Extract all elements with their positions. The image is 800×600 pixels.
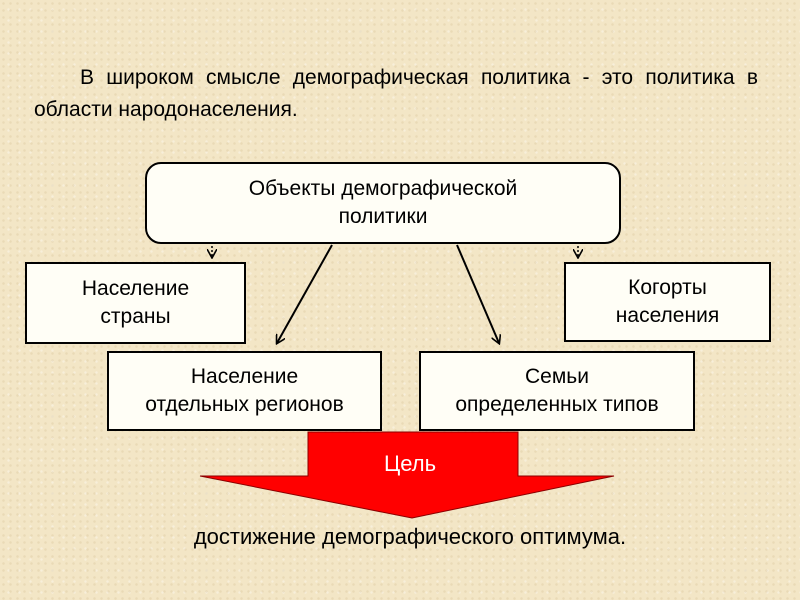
- goal-result-text: достижение демографического оптимума.: [193, 524, 627, 549]
- intro-paragraph: В широком смысле демографическая политик…: [34, 66, 758, 121]
- population-country-line1: Население: [81, 277, 190, 300]
- arrow-to-families: [456, 244, 499, 343]
- population-country-box: Население страны: [25, 262, 246, 344]
- population-country-line2: страны: [100, 305, 171, 328]
- arrow-to-population-regions: [277, 244, 333, 343]
- population-regions-line2: отдельных регионов: [145, 393, 344, 416]
- cohorts-line2: населения: [615, 304, 720, 327]
- cohorts-box: Когорты населения: [564, 262, 771, 342]
- objects-box-line2: политики: [338, 205, 428, 228]
- goal-label: Цель: [383, 451, 437, 476]
- objects-of-policy-box: Объекты демографической политики: [145, 162, 621, 244]
- goal-arrow: [199, 431, 615, 519]
- cohorts-line1: Когорты: [628, 276, 707, 299]
- families-line2: определенных типов: [455, 393, 659, 416]
- families-line1: Семьи: [525, 365, 589, 388]
- families-box: Семьи определенных типов: [419, 351, 695, 431]
- population-regions-line1: Население: [190, 365, 299, 388]
- population-regions-box: Население отдельных регионов: [107, 351, 382, 431]
- objects-box-line1: Объекты демографической: [248, 177, 518, 200]
